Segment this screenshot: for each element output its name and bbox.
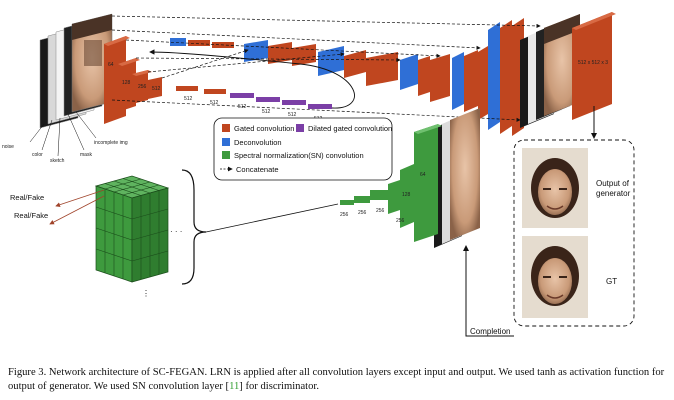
skip-connections bbox=[111, 15, 541, 122]
architecture-diagram: noise color sketch mask incomplete img 6… bbox=[2, 12, 635, 337]
disc-label-256d: 256 bbox=[340, 212, 349, 218]
encoder-blocks: 64 128 256 512 512 512 bbox=[104, 36, 226, 124]
gt-label: GT bbox=[606, 277, 617, 286]
output-block: 512 x 512 x 3 bbox=[572, 12, 616, 120]
figure-caption: Figure 3. Network architecture of SC-FEG… bbox=[8, 366, 668, 394]
legend-gated-conv: Gated convolution bbox=[234, 124, 294, 133]
legend-concatenate: Concatenate bbox=[236, 165, 279, 174]
brace-connector bbox=[205, 203, 339, 233]
input-label-mask: mask bbox=[80, 152, 92, 158]
discriminator-image-stack bbox=[434, 108, 480, 248]
completion-arrow bbox=[463, 245, 514, 337]
caption-text-1: Figure 3. Network architecture of SC-FEG… bbox=[8, 367, 665, 392]
output-of-generator-label-1: Output of bbox=[596, 179, 630, 188]
patch-output-cube bbox=[94, 175, 170, 283]
encoder-label-256: 256 bbox=[138, 84, 147, 90]
dilated-label-2: 512 bbox=[262, 109, 271, 115]
encoder-label-512a: 512 bbox=[152, 86, 161, 92]
caption-reference-link[interactable]: 11 bbox=[229, 381, 240, 392]
legend-dilated-gated-conv: Dilated gated convolution bbox=[308, 124, 392, 133]
encoder-label-512c: 512 bbox=[210, 100, 219, 106]
real-fake-arrow-1 bbox=[55, 189, 105, 208]
output-of-generator-label-2: generator bbox=[596, 189, 631, 198]
discriminator-blocks: 64 128 256 256 256 256 bbox=[340, 124, 442, 242]
real-fake-arrow-2 bbox=[49, 195, 105, 225]
legend-deconv: Deconvolution bbox=[234, 138, 282, 147]
completion-label: Completion bbox=[470, 327, 510, 336]
caption-text-2: ] for discriminator. bbox=[239, 381, 320, 392]
input-label-incomplete-img: incomplete img bbox=[94, 140, 128, 146]
input-label-color: color bbox=[32, 152, 43, 158]
real-fake-label-2: Real/Fake bbox=[14, 211, 48, 220]
dilated-label-3: 512 bbox=[288, 112, 297, 118]
disc-label-256a: 256 bbox=[396, 218, 405, 224]
legend-sn-conv: Spectral normalization(SN) convolution bbox=[234, 151, 364, 160]
output-brace bbox=[181, 169, 207, 285]
encoder-label-128: 128 bbox=[122, 80, 131, 86]
disc-label-256b: 256 bbox=[376, 208, 385, 214]
input-labels: noise color sketch mask incomplete img bbox=[2, 111, 128, 164]
input-label-noise: noise bbox=[2, 144, 14, 150]
decoder-image-stack bbox=[520, 14, 580, 128]
real-fake-label-1: Real/Fake bbox=[10, 193, 44, 202]
bottleneck-loop-arrow bbox=[149, 49, 355, 109]
input-label-sketch: sketch bbox=[50, 158, 65, 164]
disc-label-256c: 256 bbox=[358, 210, 367, 216]
legend: Gated convolution Dilated gated convolut… bbox=[213, 117, 393, 181]
cube-ellipsis-horizontal: · · · bbox=[170, 227, 182, 236]
dilated-label-1: 512 bbox=[238, 104, 247, 110]
disc-label-128: 128 bbox=[402, 192, 411, 198]
cube-ellipsis-vertical: ⋮ bbox=[142, 289, 150, 298]
input-image-stack bbox=[39, 13, 113, 129]
comparison-panel bbox=[513, 139, 635, 327]
encoder-label-64: 64 bbox=[108, 62, 114, 68]
encoder-label-512b: 512 bbox=[184, 96, 193, 102]
output-size-label: 512 x 512 x 3 bbox=[578, 60, 608, 66]
disc-label-64: 64 bbox=[420, 172, 426, 178]
